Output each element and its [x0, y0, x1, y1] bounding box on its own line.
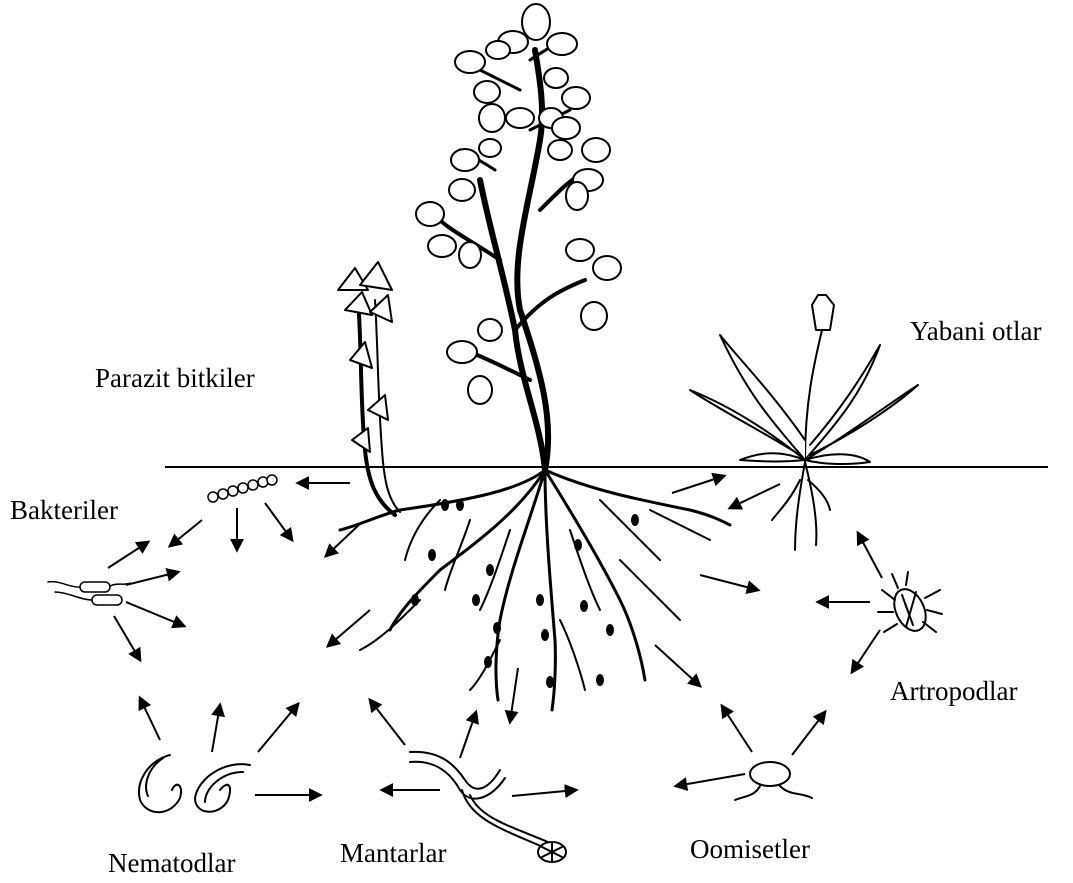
parasitic-plant-illustration	[338, 262, 400, 515]
label-fungi: Mantarlar	[340, 840, 446, 867]
label-weeds: Yabani otlar	[910, 318, 1042, 345]
host-roots-illustration	[340, 470, 730, 710]
label-oomycetes: Oomisetler	[690, 836, 810, 863]
label-parasitic-plants: Parazit bitkiler	[95, 365, 255, 392]
label-nematodes: Nematodlar	[108, 850, 235, 877]
weed-illustration	[690, 295, 918, 550]
oomycete-icon	[735, 762, 812, 800]
host-plant-illustration	[416, 4, 621, 470]
label-arthropods: Artropodlar	[890, 678, 1017, 705]
interaction-arrows	[108, 476, 882, 796]
nematode-icon	[139, 755, 250, 812]
label-bacteria: Bakteriler	[10, 497, 118, 524]
beetle-icon	[878, 572, 942, 636]
